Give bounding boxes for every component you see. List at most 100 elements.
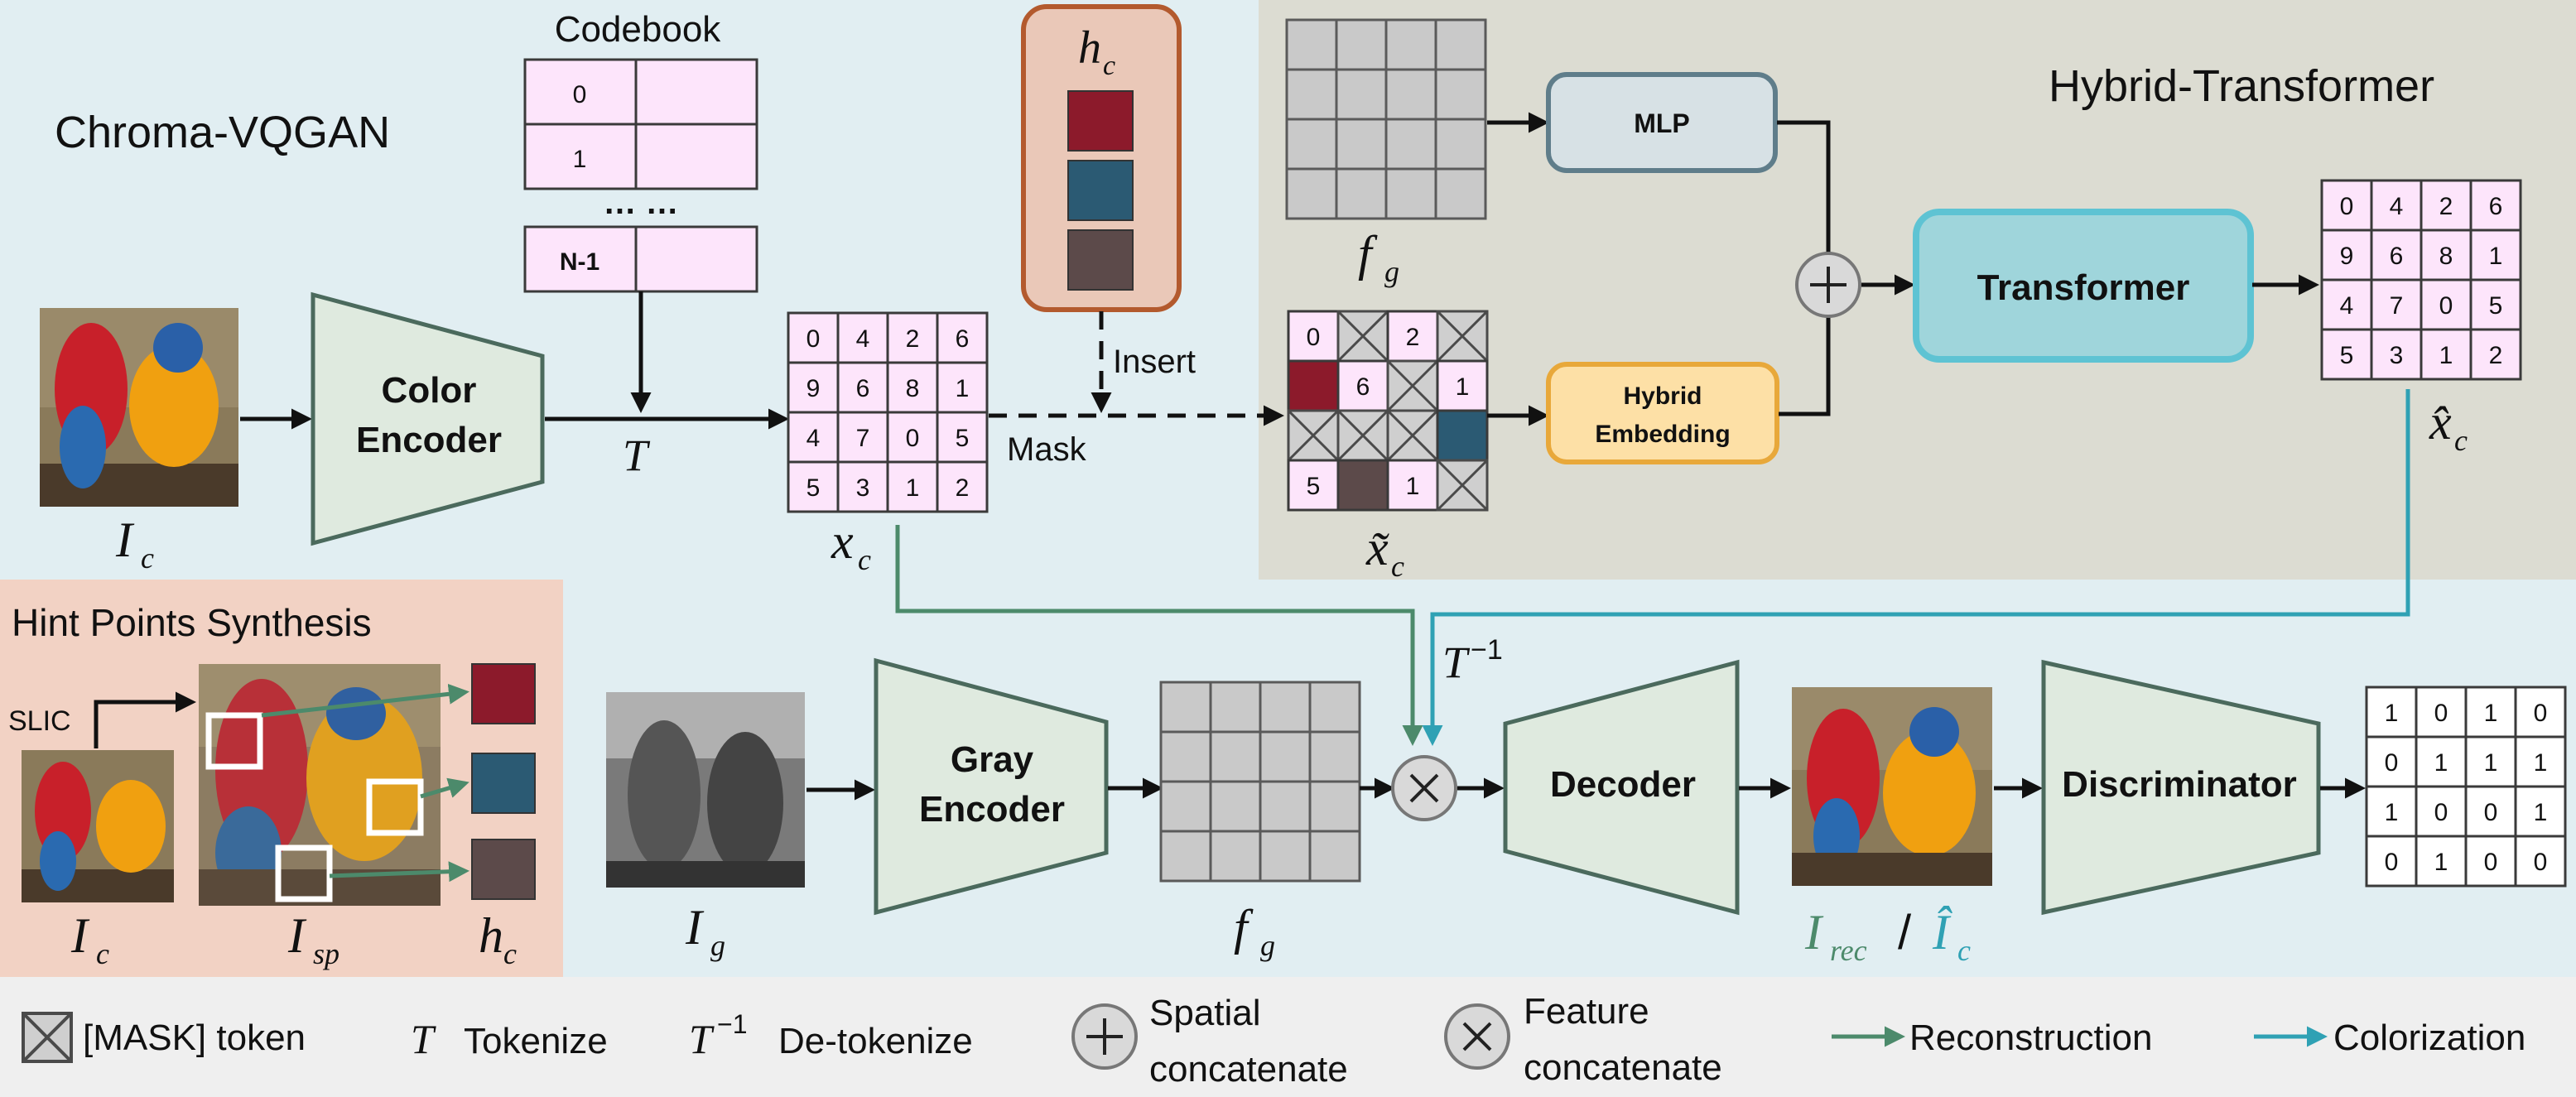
hc-token-box (1021, 4, 1182, 312)
input-color-image (40, 308, 238, 507)
fg-bottom-grid-cell (1159, 830, 1212, 883)
irec-subscript: rec (1830, 934, 1867, 967)
ig-subscript: g (710, 929, 725, 962)
fg-bottom-grid-cell (1209, 830, 1262, 883)
xc-grid-cell (936, 460, 989, 513)
fg-top-grid-cell (1434, 18, 1487, 71)
fg-top-grid-cell (1434, 118, 1487, 171)
slic-label: SLIC (8, 705, 71, 737)
disc-grid-value: 1 (2385, 700, 2399, 727)
xhat-grid-cell (2469, 229, 2522, 281)
xc-grid-cell (936, 311, 989, 364)
irec-label: I (1804, 905, 1824, 960)
fg-bottom-grid-cell (1259, 780, 1312, 833)
disc-grid-cell (2415, 735, 2468, 788)
disc-grid-cell (2415, 785, 2468, 838)
gray-encoder-label-1: Gray (951, 739, 1034, 780)
xhat-grid-value: 0 (2340, 193, 2354, 220)
disc-grid-cell (2514, 686, 2567, 739)
xhat-grid-cell (2370, 328, 2423, 381)
xhat-grid-value: 1 (2439, 342, 2453, 369)
ichat-subscript: c (1957, 934, 1971, 967)
disc-grid-value: 0 (2434, 700, 2448, 727)
gray-encoder (874, 657, 1109, 916)
fg-top-grid-cell (1285, 68, 1338, 121)
ichat-label: Î (1932, 905, 1952, 960)
xc-grid-cell (836, 411, 889, 464)
fg-top-grid-cell (1335, 118, 1388, 171)
fg-bottom-grid-cell (1159, 730, 1212, 783)
xhat-grid-cell (2320, 229, 2373, 281)
disc-grid-value: 0 (2385, 849, 2399, 876)
hint-token-cell (1436, 409, 1489, 462)
xhat-grid-cell (2420, 229, 2472, 281)
codebook-row-0: 0 (573, 81, 587, 108)
colorization-path (1422, 389, 2410, 746)
hybrid-embedding-block (1546, 362, 1779, 464)
line-hybrid-to-plus (1779, 316, 1831, 416)
chroma-vqgan-title: Chroma-VQGAN (55, 108, 390, 157)
xc-grid-cell (886, 361, 939, 414)
disc-grid-value: 0 (2534, 700, 2548, 727)
legend-mask-token-text: [MASK] token (83, 1018, 306, 1058)
fg-bottom-grid-cell (1259, 730, 1312, 783)
hint-arrow-2 (420, 777, 469, 799)
disc-grid-value: 1 (2534, 799, 2548, 826)
mask-label: Mask (1007, 431, 1087, 468)
xhat-grid-cell (2370, 179, 2423, 232)
mlp-block (1546, 72, 1778, 173)
xc-grid-cell (787, 460, 840, 513)
spatial-concat-node (1795, 252, 1861, 318)
disc-grid-cell (2464, 785, 2517, 838)
hint-hc-subscript: c (503, 937, 517, 970)
fg-top-grid-cell (1285, 118, 1338, 171)
fg-top-subscript: g (1384, 255, 1399, 288)
xc-grid-value: 7 (856, 425, 870, 452)
transformer-label: Transformer (1977, 267, 2190, 308)
xc-grid-value: 4 (807, 425, 821, 452)
fg-bottom-grid-cell (1209, 730, 1262, 783)
token-value: 2 (1406, 324, 1420, 351)
hc-top-subscript: c (1103, 51, 1115, 81)
discriminator-label: Discriminator (2062, 764, 2297, 805)
token-cell (1287, 459, 1340, 512)
legend-t-symbol: T (411, 1016, 436, 1062)
legend-colorization-text: Colorization (2333, 1018, 2525, 1058)
isp-subscript: sp (313, 937, 339, 970)
xc-subscript: c (858, 543, 871, 576)
hint-token-cell (1336, 459, 1389, 512)
xhat-grid-value: 4 (2340, 292, 2354, 320)
fg-bottom-grid-cell (1159, 681, 1212, 734)
reconstruction-path (895, 525, 1423, 746)
xhat-grid-value: 1 (2489, 243, 2503, 270)
decoder-label: Decoder (1550, 764, 1696, 805)
disc-grid-cell (2514, 785, 2567, 838)
fg-top-grid-cell (1285, 18, 1338, 71)
hint-color-tokens (471, 663, 536, 900)
xc-grid-value: 4 (856, 325, 870, 353)
xc-grid-value: 9 (807, 375, 821, 402)
fg-top-grid-cell (1335, 167, 1388, 220)
hybrid-embedding-label-1: Hybrid (1623, 383, 1702, 410)
xhat-subscript: c (2454, 424, 2468, 457)
fg-top-grid-cell (1285, 167, 1338, 220)
gray-input-image (606, 692, 805, 888)
legend-mask-token-icon (22, 1012, 73, 1063)
xc-grid-value: 6 (856, 375, 870, 402)
transformer-block (1913, 209, 2254, 363)
xhat-grid-value: 4 (2390, 193, 2404, 220)
disc-grid-cell (2514, 835, 2567, 888)
feature-concat-node (1391, 755, 1457, 821)
xc-grid-value: 1 (956, 375, 970, 402)
gray-feature-grid-top (1285, 18, 1487, 220)
fg-bottom-grid-cell (1308, 730, 1361, 783)
legend-tinv-superscript: −1 (717, 1009, 747, 1039)
legend-tokenize-text: Tokenize (464, 1021, 608, 1061)
xhat-grid-cell (2370, 278, 2423, 331)
hint-arrow-1 (261, 683, 469, 718)
disc-grid-cell (2365, 686, 2418, 739)
